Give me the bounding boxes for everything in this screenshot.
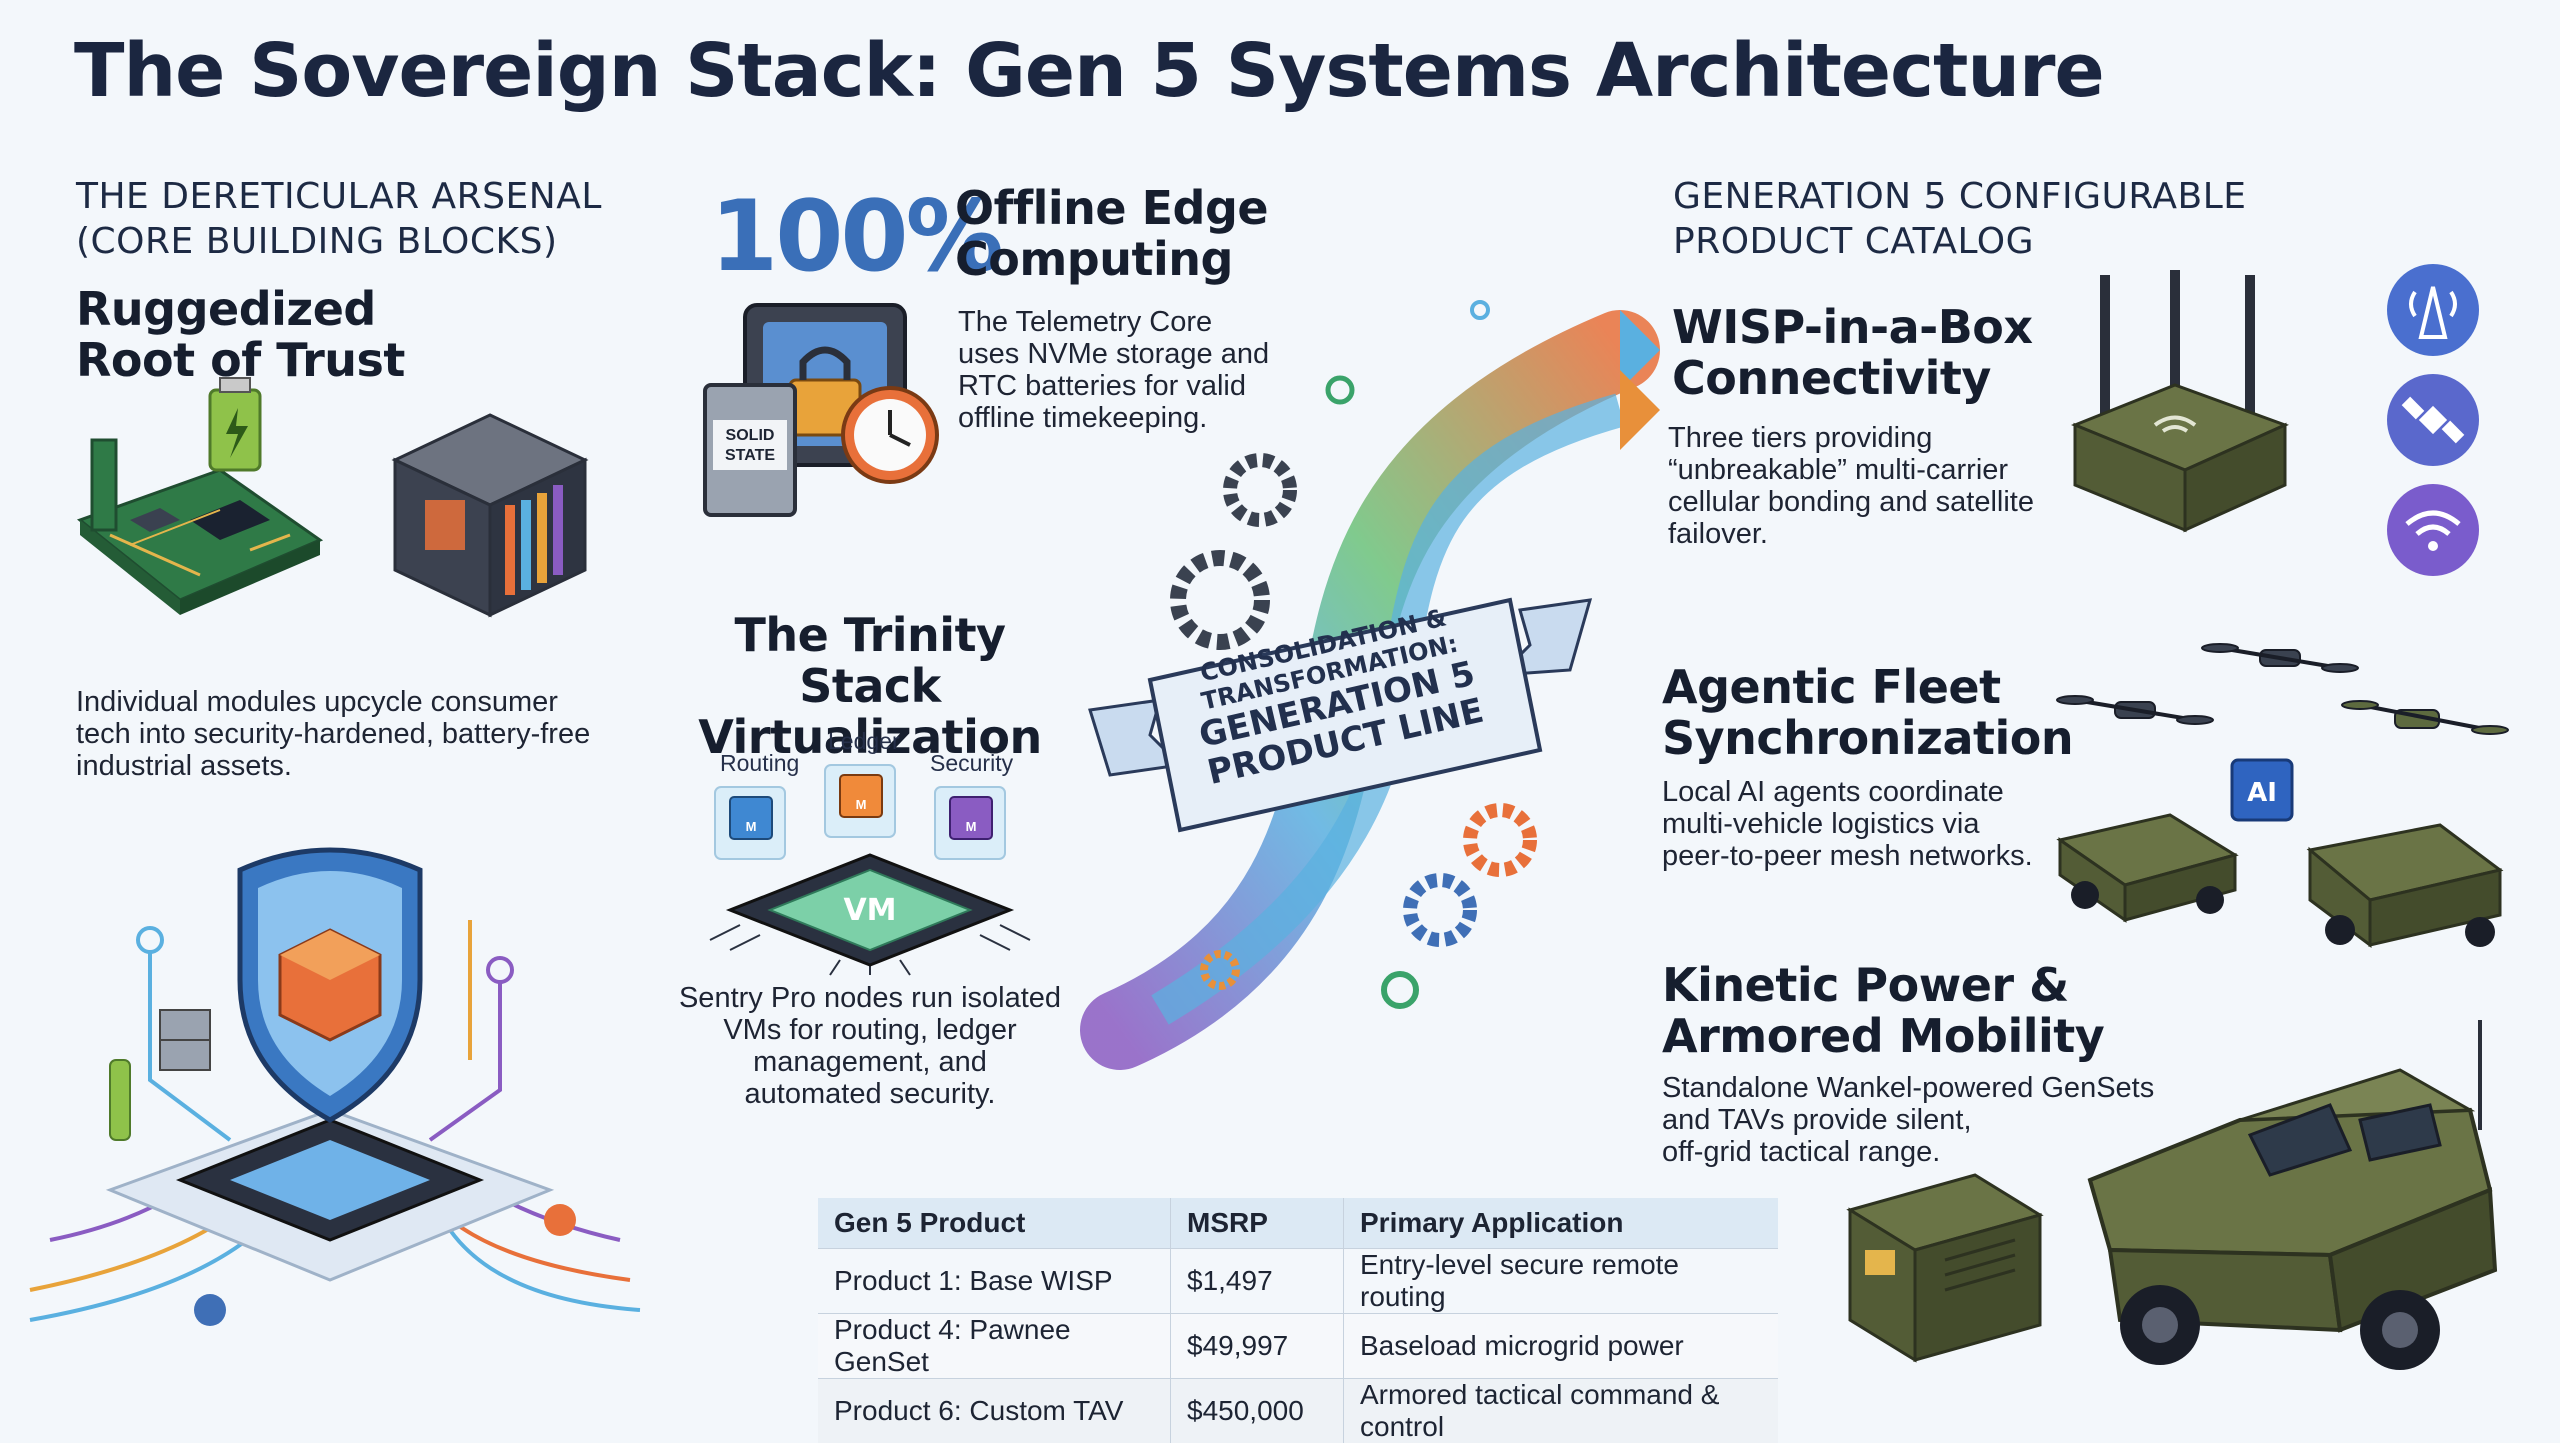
vm-label-ledger: Ledger — [828, 728, 900, 755]
left-description: Individual modules upcycle consumer tech… — [76, 686, 590, 782]
drone-icon — [2057, 696, 2213, 724]
trinity-line1: The Trinity Stack — [670, 610, 1070, 712]
security-cube-letter: M — [966, 819, 977, 834]
fleet-line2: Synchronization — [1662, 713, 2073, 764]
sentry-description: Sentry Pro nodes run isolated VMs for ro… — [660, 982, 1080, 1110]
table-header-product: Gen 5 Product — [818, 1198, 1171, 1249]
wisp-heading: WISP-in-a-Box Connectivity — [1672, 302, 2033, 404]
military-truck-icon — [2060, 815, 2235, 920]
connectivity-icons — [2385, 262, 2485, 582]
fleet-desc1: Local AI agents coordinate — [1662, 776, 2033, 808]
left-heading-line1: THE DERETICULAR ARSENAL — [76, 174, 602, 219]
vm-label-security: Security — [930, 750, 1013, 777]
table-cell-application: Entry-level secure remote routing — [1344, 1249, 1779, 1314]
cell-tower-icon — [2387, 264, 2479, 356]
offline-line1: Offline Edge — [955, 183, 1268, 234]
table-row: Product 1: Base WISP $1,497 Entry-level … — [818, 1249, 1778, 1314]
left-section-heading: THE DERETICULAR ARSENAL (CORE BUILDING B… — [76, 174, 602, 264]
fleet-description: Local AI agents coordinate multi-vehicle… — [1662, 776, 2033, 872]
table-header-application: Primary Application — [1344, 1198, 1779, 1249]
wisp-desc1: Three tiers providing — [1668, 422, 2034, 454]
vm-label-routing: Routing — [720, 750, 799, 777]
ai-chip-label: AI — [2247, 778, 2277, 808]
left-heading-line2: (CORE BUILDING BLOCKS) — [76, 219, 602, 264]
ai-chip-icon: AI — [2232, 760, 2292, 820]
fleet-heading: Agentic Fleet Synchronization — [1662, 662, 2073, 764]
vm-chip-icon: VM M M M — [700, 775, 1040, 975]
drone-icon — [2342, 701, 2508, 734]
satellite-icon — [2387, 374, 2479, 466]
wisp-desc4: failover. — [1668, 518, 2034, 550]
ssd-label-solid: SOLID — [726, 427, 775, 444]
wisp-router-icon — [2060, 275, 2300, 535]
wifi-icon — [2387, 484, 2479, 576]
ledger-cube-letter: M — [856, 797, 867, 812]
wisp-line2: Connectivity — [1672, 353, 2033, 404]
generator-icon — [1845, 1170, 2045, 1370]
routing-cube-letter: M — [746, 819, 757, 834]
fleet-desc2: multi-vehicle logistics via — [1662, 808, 2033, 840]
sentry-line3: management, and — [660, 1046, 1080, 1078]
page-title: The Sovereign Stack: Gen 5 Systems Archi… — [74, 28, 2104, 114]
drone-icon — [2202, 644, 2358, 672]
offline-heading: Offline Edge Computing — [955, 183, 1268, 285]
right-section-heading: GENERATION 5 CONFIGURABLE PRODUCT CATALO… — [1673, 174, 2247, 264]
fleet-illustration: AI — [2060, 610, 2510, 990]
kinetic-line2: Armored Mobility — [1662, 1011, 2104, 1062]
table-cell-product: Product 1: Base WISP — [818, 1249, 1171, 1314]
wisp-line1: WISP-in-a-Box — [1672, 302, 2033, 353]
table-cell-msrp: $450,000 — [1171, 1379, 1344, 1443]
vm-chip-label: VM — [843, 893, 896, 928]
ssd-lock-icon: SOLID STATE — [705, 300, 945, 530]
table-cell-msrp: $49,997 — [1171, 1314, 1344, 1379]
sentry-line1: Sentry Pro nodes run isolated — [660, 982, 1080, 1014]
gear-icon — [544, 1204, 576, 1236]
server-cube-icon — [385, 405, 595, 635]
right-heading-line1: GENERATION 5 CONFIGURABLE — [1673, 174, 2247, 219]
clock-icon — [843, 388, 937, 482]
offline-line2: Computing — [955, 234, 1268, 285]
table-cell-application: Armored tactical command & control — [1344, 1379, 1779, 1443]
right-heading-line2: PRODUCT CATALOG — [1673, 219, 2247, 264]
ssd-label-state: STATE — [725, 447, 775, 464]
circuit-board-icon — [70, 400, 330, 660]
kinetic-heading: Kinetic Power & Armored Mobility — [1662, 960, 2104, 1062]
table-header-row: Gen 5 Product MSRP Primary Application — [818, 1198, 1778, 1249]
table-cell-product: Product 4: Pawnee GenSet — [818, 1314, 1171, 1379]
wisp-description: Three tiers providing “unbreakable” mult… — [1668, 422, 2034, 550]
sentry-line2: VMs for routing, ledger — [660, 1014, 1080, 1046]
left-desc-line3: industrial assets. — [76, 750, 590, 782]
table-cell-msrp: $1,497 — [1171, 1249, 1344, 1314]
left-desc-line1: Individual modules upcycle consumer — [76, 686, 590, 718]
table-cell-application: Baseload microgrid power — [1344, 1314, 1779, 1379]
table-cell-product: Product 6: Custom TAV — [818, 1379, 1171, 1443]
military-truck-icon — [2310, 825, 2500, 947]
wisp-desc3: cellular bonding and satellite — [1668, 486, 2034, 518]
left-desc-line2: tech into security-hardened, battery-fre… — [76, 718, 590, 750]
rugged-line1: Ruggedized — [76, 284, 405, 335]
sentry-line4: automated security. — [660, 1078, 1080, 1110]
product-table: Gen 5 Product MSRP Primary Application P… — [818, 1198, 1778, 1443]
shield-chip-icon — [30, 840, 650, 1360]
kinetic-line1: Kinetic Power & — [1662, 960, 2104, 1011]
table-row: Product 4: Pawnee GenSet $49,997 Baseloa… — [818, 1314, 1778, 1379]
rugged-heading: Ruggedized Root of Trust — [76, 284, 405, 386]
fleet-line1: Agentic Fleet — [1662, 662, 2073, 713]
fleet-desc3: peer-to-peer mesh networks. — [1662, 840, 2033, 872]
wisp-desc2: “unbreakable” multi-carrier — [1668, 454, 2034, 486]
armored-vehicle-icon — [2070, 1010, 2510, 1390]
table-header-msrp: MSRP — [1171, 1198, 1344, 1249]
gear-icon — [194, 1294, 226, 1326]
table-row: Product 6: Custom TAV $450,000 Armored t… — [818, 1379, 1778, 1443]
